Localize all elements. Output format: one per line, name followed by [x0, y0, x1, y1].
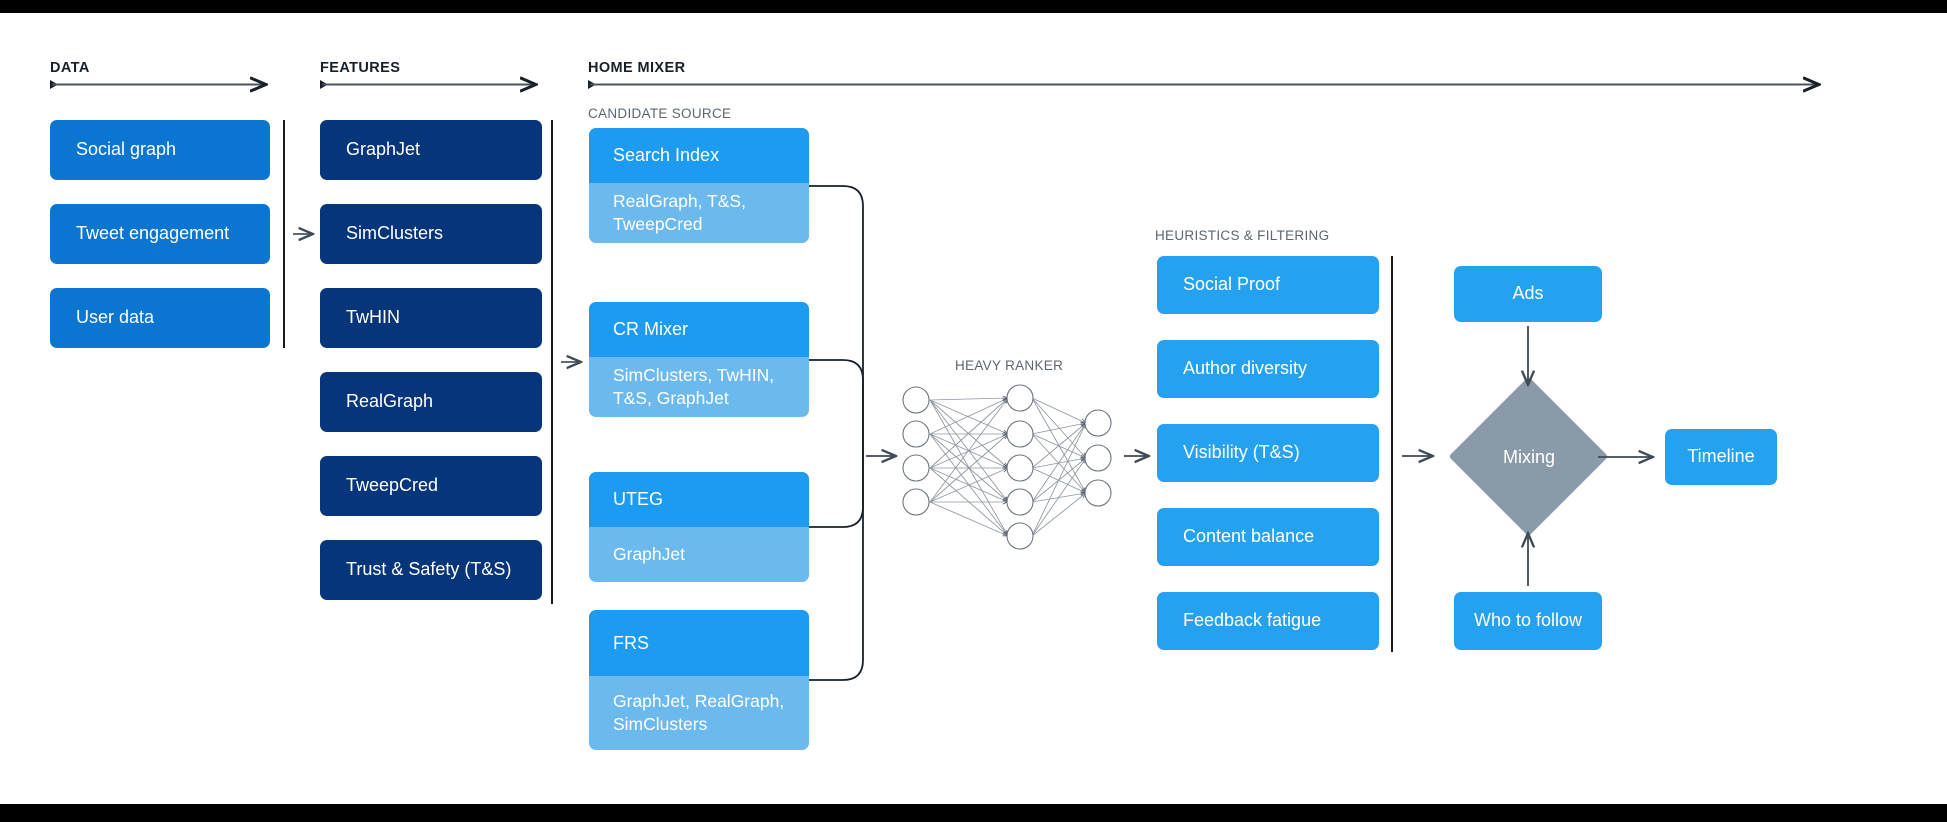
heavy-ranker-label: HEAVY RANKER	[955, 358, 1064, 373]
sublabel-heuristics: HEURISTICS & FILTERING	[1155, 228, 1330, 243]
output-box-label: Who to follow	[1473, 610, 1583, 631]
candidate-source-name: FRS	[589, 610, 809, 676]
candidate-merge-connectors	[809, 185, 864, 681]
heavy-ranker-network	[902, 384, 1112, 550]
data-box-user-data[interactable]: User data	[50, 288, 270, 348]
heuristic-box-label: Content balance	[1183, 526, 1315, 547]
data-box-label: Social graph	[76, 139, 177, 160]
feature-box-tweepcred[interactable]: TweepCred	[320, 456, 542, 516]
candidate-source-name: UTEG	[589, 472, 809, 527]
divider-heuristics-mixing	[1391, 256, 1393, 652]
section-arrow-features	[320, 80, 535, 89]
output-box-ads[interactable]: Ads	[1454, 266, 1602, 322]
data-box-label: Tweet engagement	[76, 223, 230, 244]
heuristic-box-visibility[interactable]: Visibility (T&S)	[1157, 424, 1379, 482]
letterbox-top	[0, 0, 1947, 13]
data-box-label: User data	[76, 307, 155, 328]
candidate-source-features: RealGraph, T&S, TweepCred	[589, 183, 809, 243]
output-box-label: Ads	[1512, 283, 1544, 304]
candidate-source-card-frs[interactable]: FRS GraphJet, RealGraph, SimClusters	[589, 610, 809, 750]
heuristic-box-label: Visibility (T&S)	[1183, 442, 1300, 463]
feature-box-label: TweepCred	[346, 475, 439, 496]
feature-box-label: SimClusters	[346, 223, 444, 244]
section-title-home-mixer: HOME MIXER	[588, 60, 686, 76]
feature-box-twhin[interactable]: TwHIN	[320, 288, 542, 348]
feature-box-graphjet[interactable]: GraphJet	[320, 120, 542, 180]
feature-box-label: TwHIN	[346, 307, 400, 328]
heuristic-box-author-diversity[interactable]: Author diversity	[1157, 340, 1379, 398]
feature-box-label: GraphJet	[346, 139, 421, 160]
data-box-tweet-engagement[interactable]: Tweet engagement	[50, 204, 270, 264]
heuristic-box-label: Feedback fatigue	[1183, 610, 1322, 631]
feature-box-realgraph[interactable]: RealGraph	[320, 372, 542, 432]
output-box-label: Timeline	[1687, 446, 1755, 467]
letterbox-bottom	[0, 804, 1947, 822]
sublabel-candidate-source: CANDIDATE SOURCE	[588, 106, 732, 121]
heuristic-box-label: Author diversity	[1183, 358, 1308, 379]
heuristic-box-social-proof[interactable]: Social Proof	[1157, 256, 1379, 314]
candidate-source-card-search-index[interactable]: Search Index RealGraph, T&S, TweepCred	[589, 128, 809, 243]
feature-box-label: RealGraph	[346, 391, 434, 412]
candidate-source-card-cr-mixer[interactable]: CR Mixer SimClusters, TwHIN, T&S, GraphJ…	[589, 302, 809, 417]
section-arrow-home-mixer	[588, 80, 1818, 89]
feature-box-simclusters[interactable]: SimClusters	[320, 204, 542, 264]
output-box-timeline[interactable]: Timeline	[1665, 429, 1777, 485]
heuristic-box-feedback-fatigue[interactable]: Feedback fatigue	[1157, 592, 1379, 650]
mixing-label: Mixing	[1502, 447, 1555, 467]
candidate-source-features: GraphJet, RealGraph, SimClusters	[589, 676, 809, 750]
heuristic-box-content-balance[interactable]: Content balance	[1157, 508, 1379, 566]
section-arrow-data	[50, 80, 265, 89]
candidate-source-features: SimClusters, TwHIN, T&S, GraphJet	[589, 357, 809, 417]
candidate-source-name: Search Index	[589, 128, 809, 183]
candidate-source-card-uteg[interactable]: UTEG GraphJet	[589, 472, 809, 582]
section-title-features: FEATURES	[320, 60, 401, 76]
section-title-data: DATA	[50, 60, 90, 76]
candidate-source-name: CR Mixer	[589, 302, 809, 357]
output-box-who-to-follow[interactable]: Who to follow	[1454, 592, 1602, 650]
data-box-social-graph[interactable]: Social graph	[50, 120, 270, 180]
heuristic-box-label: Social Proof	[1183, 274, 1281, 295]
candidate-source-features: GraphJet	[589, 527, 809, 582]
divider-data-features	[283, 120, 285, 348]
feature-box-trust-safety[interactable]: Trust & Safety (T&S)	[320, 540, 542, 600]
feature-box-label: Trust & Safety (T&S)	[346, 559, 512, 580]
divider-features-home-mixer	[551, 120, 553, 604]
